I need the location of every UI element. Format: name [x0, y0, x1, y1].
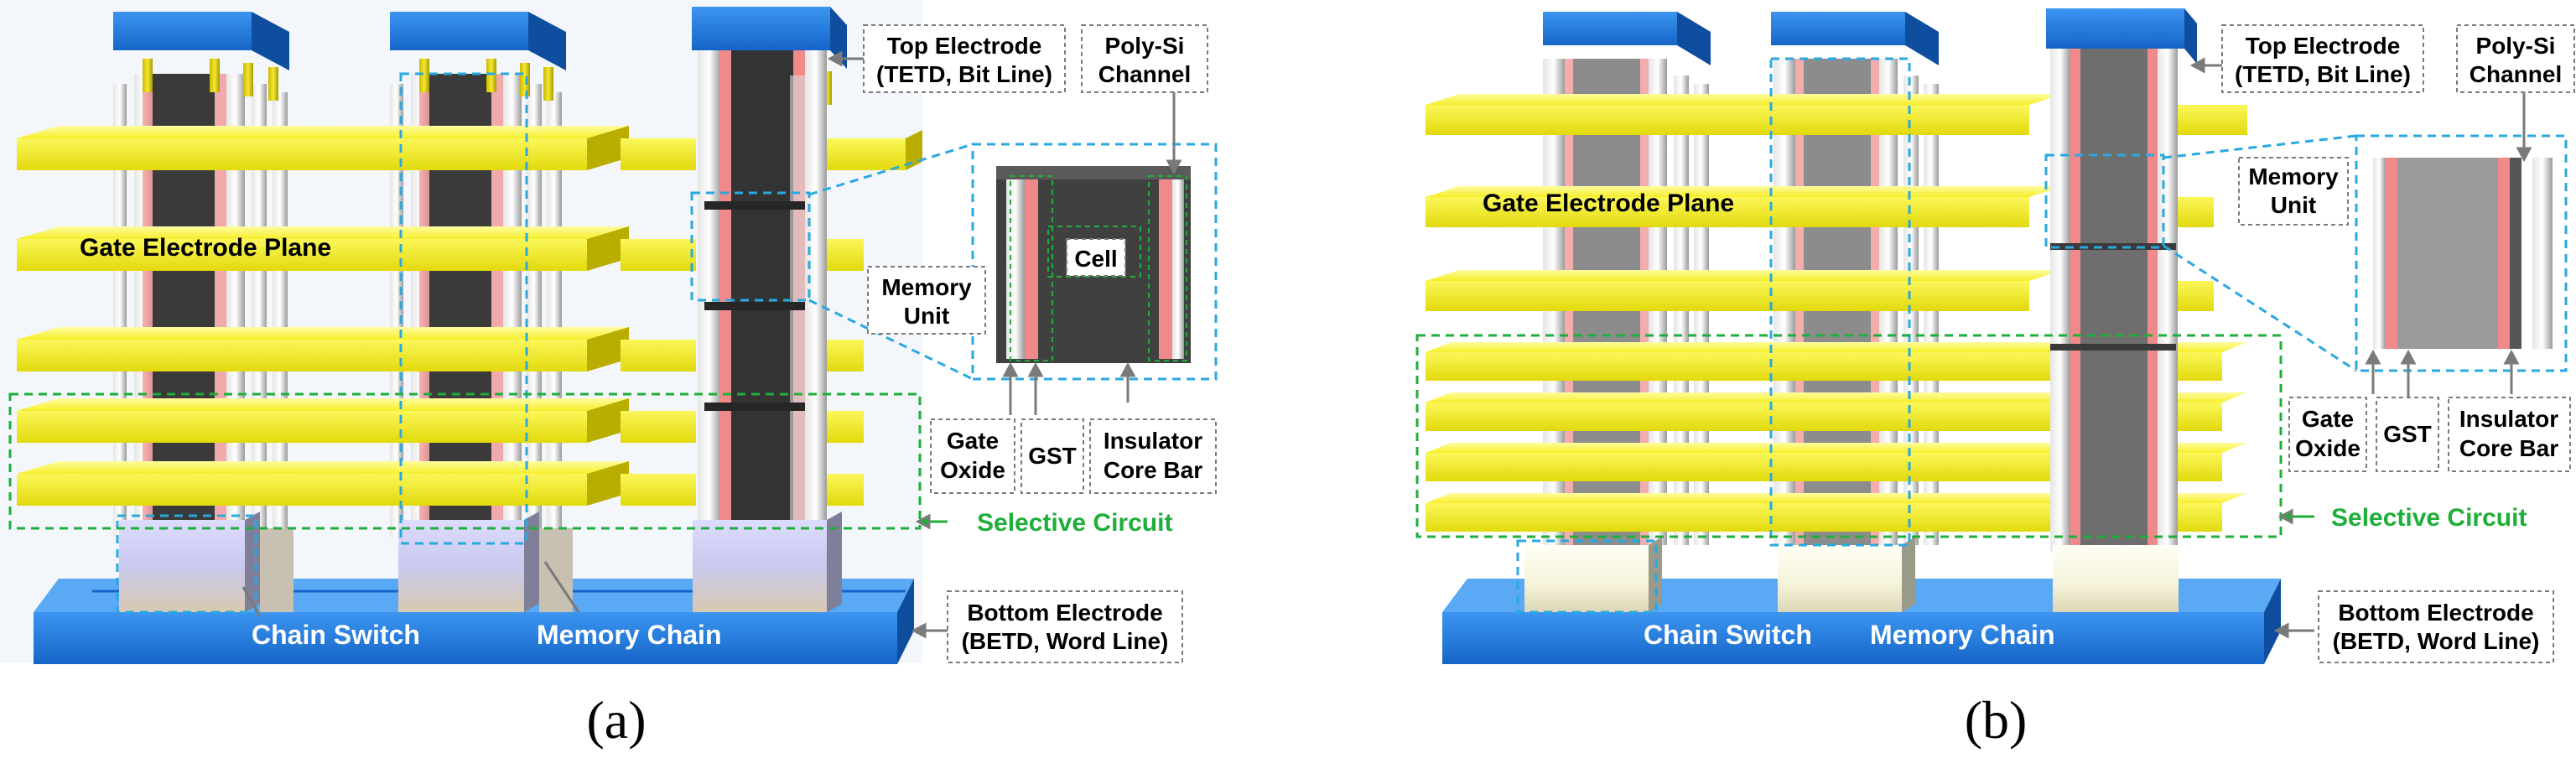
memory-unit-region-b — [2044, 153, 2165, 249]
label-memory-unit-a-1: Memory — [881, 274, 972, 300]
caption-b: (b) — [1965, 690, 2028, 750]
label-gst-a: GST — [1028, 443, 1077, 469]
plane-a-5 — [17, 461, 864, 506]
callouts-a — [8, 72, 1218, 614]
label-cell-a: Cell — [1074, 246, 1117, 272]
plane-b-2 — [1426, 186, 2214, 227]
plane-a-4 — [17, 398, 864, 443]
label-memory-unit-a-2: Unit — [904, 303, 949, 329]
label-memory-unit-b-2: Unit — [2271, 192, 2316, 218]
label-chain-switch-a: Chain Switch — [252, 620, 420, 650]
callouts-b — [1415, 57, 2568, 614]
label-insulator-a-2: Core Bar — [1104, 457, 1202, 483]
label-selective-circuit-a: Selective Circuit — [977, 509, 1172, 537]
labels-a: Top Electrode (TETD, Bit Line) Poly-Si C… — [80, 24, 1217, 750]
label-top-electrode-a-2: (TETD, Bit Line) — [876, 61, 1052, 87]
label-insulator-a-1: Insulator — [1104, 428, 1202, 454]
label-top-electrode-b-2: (TETD, Bit Line) — [2235, 61, 2411, 87]
label-poly-si-a-1: Poly-Si — [1105, 33, 1185, 59]
label-gate-oxide-b-2: Oxide — [2295, 435, 2360, 461]
front-pillar-b — [2050, 49, 2178, 552]
label-bottom-electrode-b-2: (BETD, Word Line) — [2333, 628, 2540, 654]
caption-a: (a) — [586, 690, 646, 750]
label-memory-chain-b: Memory Chain — [1870, 620, 2054, 650]
label-insulator-b-1: Insulator — [2459, 406, 2558, 432]
plane-b-3 — [1426, 270, 2214, 311]
label-selective-circuit-b: Selective Circuit — [2331, 504, 2527, 532]
label-poly-si-b-2: Channel — [2470, 61, 2562, 87]
top-electrode-a — [113, 7, 847, 70]
plane-a-1 — [17, 126, 922, 170]
panel-a: Top Electrode (TETD, Bit Line) Poly-Si C… — [0, 0, 1218, 750]
memory-chain-region-b — [1769, 57, 1911, 547]
label-gate-electrode-plane-a: Gate Electrode Plane — [80, 234, 331, 262]
gate-planes-a — [17, 126, 922, 506]
plane-b-1 — [1426, 94, 2247, 135]
label-poly-si-a-2: Channel — [1098, 61, 1191, 87]
selective-circuit-region-b — [1415, 334, 2283, 538]
label-memory-unit-b-1: Memory — [2248, 164, 2339, 190]
top-electrode-b — [1543, 8, 2197, 65]
label-bottom-electrode-a-1: Bottom Electrode — [967, 600, 1162, 626]
cell-zoom-b — [2373, 158, 2553, 349]
panel-b: Top Electrode (TETD, Bit Line) Poly-Si C… — [1415, 0, 2575, 750]
memory-chain-region-a — [399, 72, 528, 545]
chain-switch-region-b — [1516, 539, 1658, 614]
plane-a-2 — [17, 226, 864, 271]
label-top-electrode-a-1: Top Electrode — [887, 33, 1042, 59]
memory-unit-region-a — [690, 191, 811, 302]
label-chain-switch-b: Chain Switch — [1644, 620, 1812, 650]
label-gate-oxide-b-1: Gate — [2302, 406, 2354, 432]
front-pillar-a — [698, 50, 827, 553]
cell-zoom-box-b — [2355, 134, 2568, 372]
label-bottom-electrode-a-2: (BETD, Word Line) — [962, 628, 1169, 654]
label-insulator-b-2: Core Bar — [2459, 435, 2558, 461]
chain-switch-bases-a — [119, 512, 842, 612]
label-bottom-electrode-b-1: Bottom Electrode — [2338, 600, 2533, 626]
label-gate-electrode-plane-b: Gate Electrode Plane — [1483, 190, 1734, 217]
chain-switch-bases-b — [1524, 537, 2179, 612]
labels-b: Top Electrode (TETD, Bit Line) Poly-Si C… — [1483, 24, 2575, 750]
leaders-a — [242, 50, 1182, 639]
label-memory-chain-a: Memory Chain — [537, 620, 721, 650]
chain-switch-region-a — [116, 514, 257, 614]
selective-circuit-region-a — [8, 392, 922, 530]
label-gst-b: GST — [2383, 421, 2432, 447]
label-gate-oxide-a-2: Oxide — [940, 457, 1005, 483]
label-poly-si-b-1: Poly-Si — [2476, 33, 2556, 59]
cell-zoom-box-a — [971, 143, 1218, 381]
label-top-electrode-b-1: Top Electrode — [2246, 33, 2401, 59]
leaders-b — [2189, 57, 2532, 639]
plane-a-3 — [17, 327, 864, 371]
label-gate-oxide-a-1: Gate — [947, 428, 999, 454]
